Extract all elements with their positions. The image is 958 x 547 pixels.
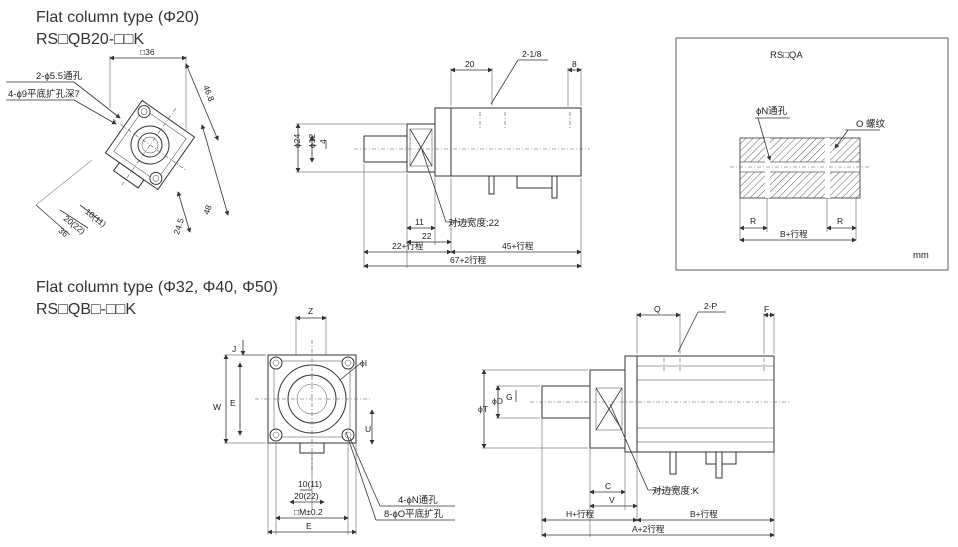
detail-title: RS□QA [770,50,803,61]
label-flat-width-22: 对边宽度:22 [448,217,499,229]
label-thread-o: O 螺纹 [856,118,886,130]
section1-model: RS□QB20-□□K [36,31,145,48]
detail-frame [675,37,949,271]
dim-phi12: ϕ12 [307,134,317,148]
dim-h-stroke: H+行程 [566,509,595,519]
dim-b-stroke-detail: B+行程 [780,229,808,239]
side-view-20: 20 2-1/8 8 ϕ24 ϕ12 4 11 22 对边宽度:22 22+行程… [292,49,590,269]
dim-m: □M±0.2 [294,507,323,517]
dim-diag-46-8: 46.8 [201,84,217,103]
dim-8: 8 [572,59,577,69]
dim-4: 4 [318,139,328,144]
dim-b-stroke: B+行程 [690,509,718,519]
dim-20-22-big: 20(22) [294,491,319,501]
dim-z: Z [308,306,313,316]
detail-rsqa: RS□QA ϕN通孔 O 螺纹 R R B+行程 mm [675,37,949,271]
dim-a-2stroke: A+2行程 [632,524,665,534]
dim-g: G [506,392,513,402]
label-port-20: 2-1/8 [522,49,542,59]
dim-f: F [764,304,769,314]
label-holes-n: 4-ϕN通孔 [398,495,438,506]
dim-48: 48 [201,203,214,215]
label-hole-n: ϕN通孔 [756,106,788,117]
section2-model: RS□QB□-□□K [36,301,136,318]
dim-phi-i: ϕI [360,358,367,368]
dim-e-side: E [230,398,236,408]
label-port-p: 2-P [704,301,718,311]
front-view-big: Z J ϕI W E U 10(11) 20(22) □M±0.2 E 4-ϕN… [213,306,455,535]
dim-r-right: R [837,216,843,226]
dim-u: U [365,424,371,434]
section1-heading: Flat column type (Φ20) [36,9,200,26]
dim-24-5: 24.5 [171,217,186,236]
dim-r-left: R [750,216,756,226]
dim-67-2stroke: 67+2行程 [450,255,487,265]
dim-e-bottom: E [306,521,312,531]
dim-j: J [232,344,236,354]
dim-phi-d: ϕD [492,396,503,406]
dim-20-side: 20 [465,59,475,69]
front-view-20: □36 46.8 48 24.5 36 20(22) 10(11) 2-ϕ5.5… [6,47,230,239]
unit-mm: mm [913,250,929,261]
dim-45-stroke: 45+行程 [502,241,534,251]
side-view-big: Q 2-P F ϕT ϕD G C V 对边宽度:K H+行程 B+行程 [478,301,790,538]
label-counterbore-o: 8-ϕO平底扩孔 [384,508,444,520]
dim-22: 22 [422,231,432,241]
dim-q: Q [654,304,661,314]
label-mount-holes-20: 2-ϕ5.5通孔 [36,71,82,82]
dim-square-36: □36 [140,47,155,57]
dim-phi24: ϕ24 [292,134,302,148]
dim-10-11-big: 10(11) [298,479,322,489]
dim-phi-t: ϕT [478,404,488,414]
dim-c: C [605,481,611,491]
dim-10-11: 10(11) [83,206,108,229]
dim-22-stroke: 22+行程 [392,241,424,251]
label-flat-width-k: 对边宽度:K [652,485,700,497]
dim-36: 36 [57,225,71,239]
section2-heading: Flat column type (Φ32, Φ40, Φ50) [36,279,278,296]
dim-w: W [213,402,221,412]
dim-11: 11 [415,217,424,227]
dim-v: V [609,495,615,505]
label-counterbore-20: 4-ϕ9平底扩孔深7 [8,88,80,100]
